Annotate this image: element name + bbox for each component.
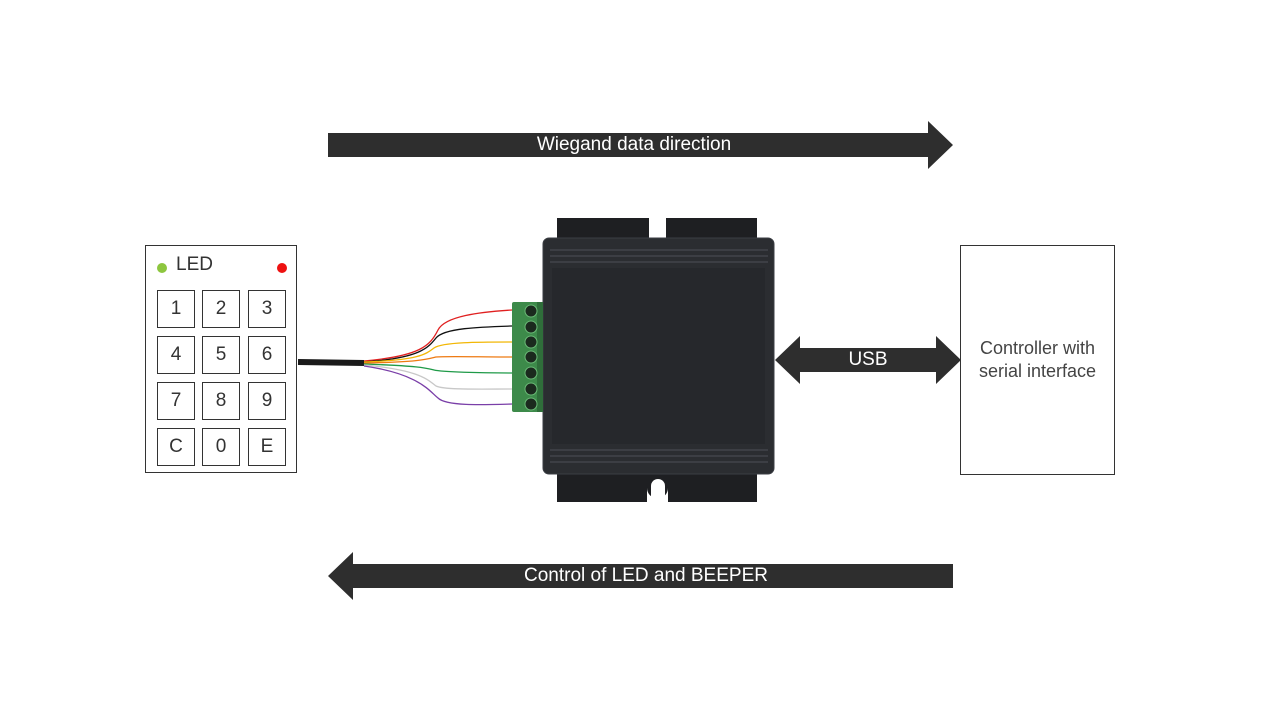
controller-box: Controller with serial interface (960, 245, 1115, 475)
led-green-indicator (157, 263, 167, 273)
key-c[interactable]: C (157, 428, 195, 466)
led-red-indicator (277, 263, 287, 273)
key-0[interactable]: 0 (202, 428, 240, 466)
led-label: LED (176, 254, 213, 275)
key-9[interactable]: 9 (248, 382, 286, 420)
wire-green (363, 363, 513, 374)
keypad-cable (297, 359, 365, 366)
key-8[interactable]: 8 (202, 382, 240, 420)
key-e[interactable]: E (248, 428, 286, 466)
wiegand-direction-label: Wiegand data direction (536, 134, 732, 155)
control-direction-arrow (328, 552, 953, 600)
wire-red (363, 309, 513, 362)
terminal-block (512, 302, 543, 412)
control-direction-label: Control of LED and BEEPER (524, 565, 768, 586)
keypad: LED 1 2 3 4 5 6 7 8 9 C 0 E (145, 245, 297, 473)
key-7[interactable]: 7 (157, 382, 195, 420)
wire-purple (363, 365, 513, 406)
wire-bundle (363, 309, 513, 406)
controller-label-line1: Controller with (979, 338, 1096, 358)
key-5[interactable]: 5 (202, 336, 240, 374)
key-1[interactable]: 1 (157, 290, 195, 328)
controller-label: Controller with serial interface (968, 337, 1108, 383)
wire-orange (363, 355, 513, 364)
key-3[interactable]: 3 (248, 290, 286, 328)
wiegand-direction-arrow (328, 121, 953, 169)
key-4[interactable]: 4 (157, 336, 195, 374)
usb-double-arrow (775, 336, 961, 384)
wire-white (363, 364, 513, 390)
key-6[interactable]: 6 (248, 336, 286, 374)
key-2[interactable]: 2 (202, 290, 240, 328)
usb-label: USB (848, 349, 888, 370)
wiegand-usb-converter (542, 218, 775, 502)
controller-label-line2: serial interface (978, 361, 1097, 381)
wire-black (363, 325, 513, 363)
wire-yellow (363, 341, 513, 363)
